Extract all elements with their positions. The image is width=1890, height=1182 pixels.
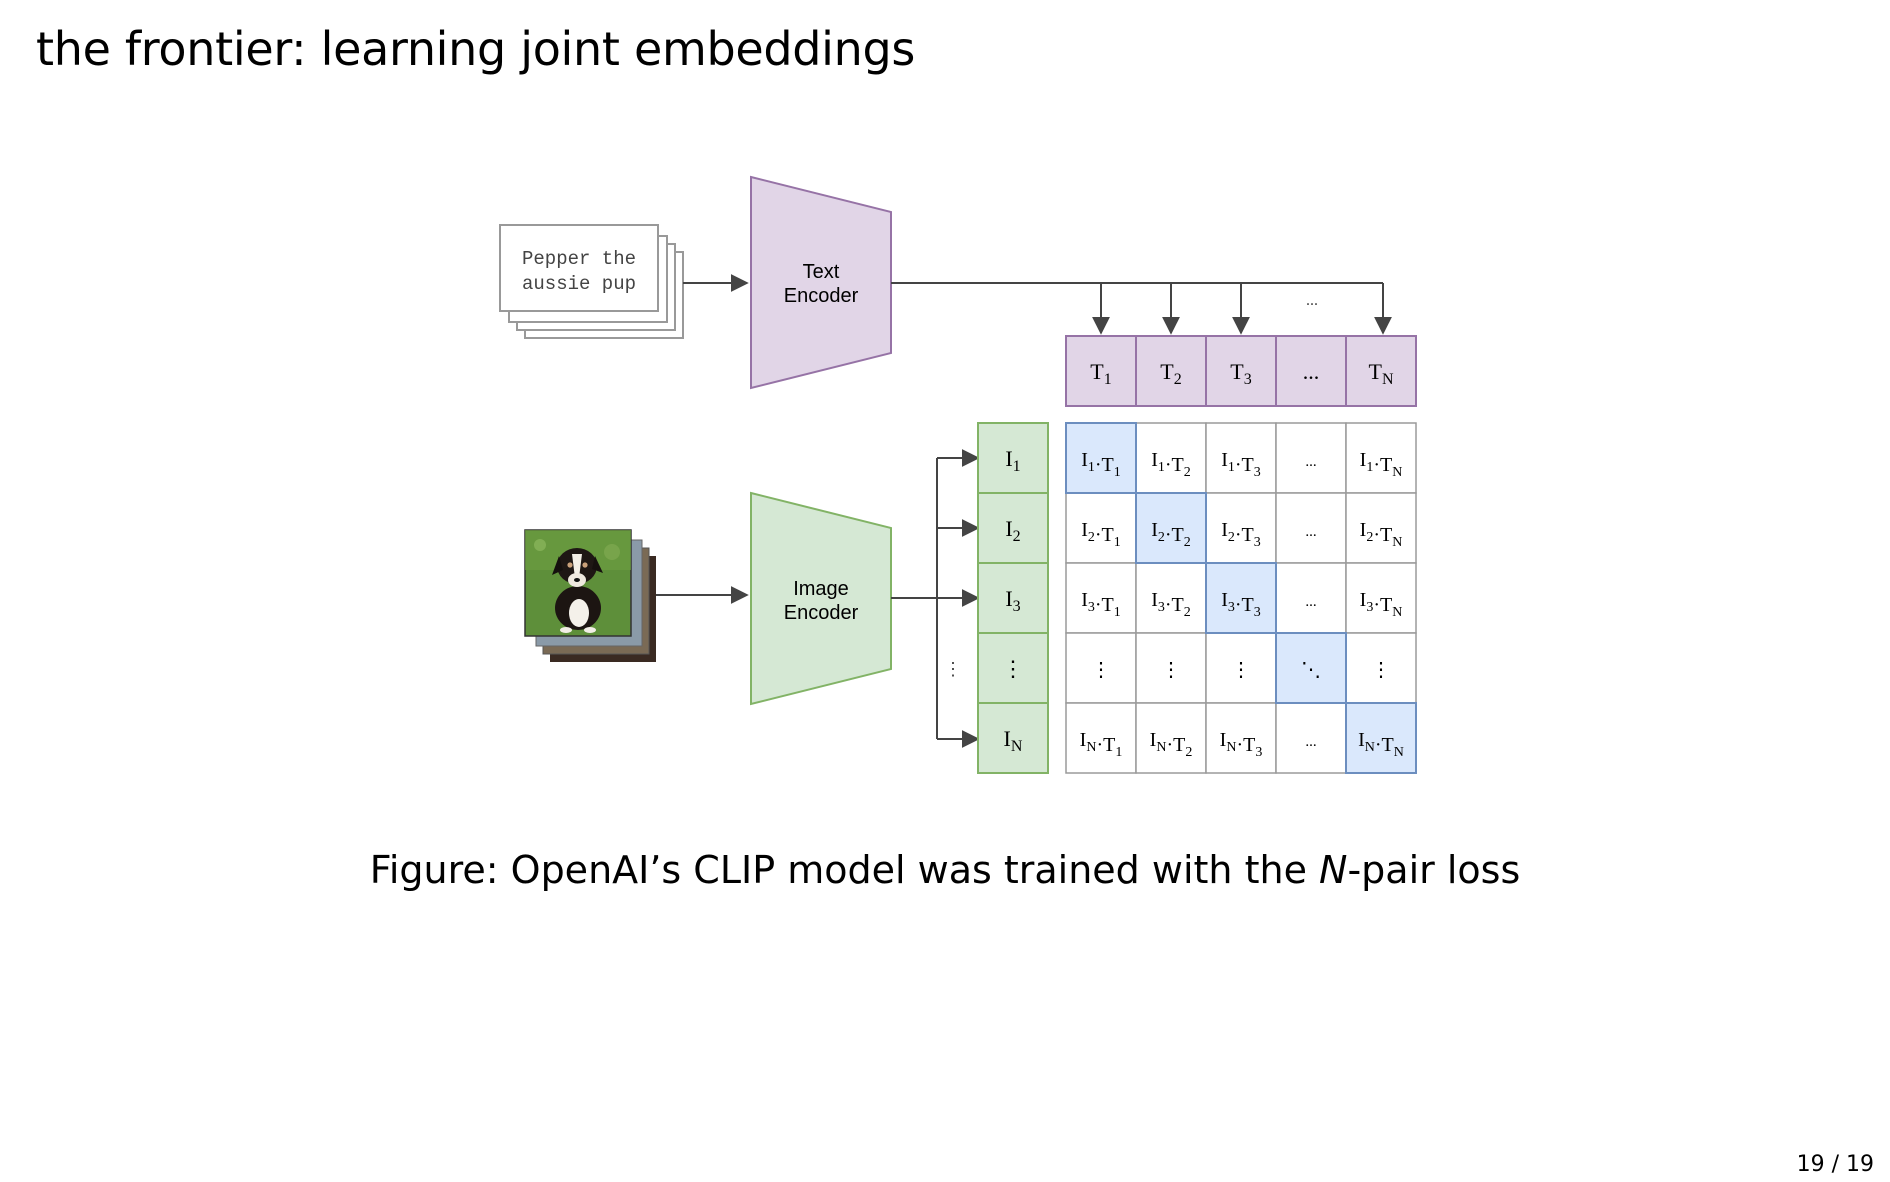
image-fanout-arrows bbox=[891, 449, 980, 748]
matrix-cell-label: ⋮ bbox=[1371, 659, 1391, 681]
matrix-cell-label: I3·T1 bbox=[1081, 589, 1121, 620]
caption-prefix: Figure: OpenAI’s CLIP model was trained … bbox=[369, 848, 1320, 892]
text-encoder-label-1: Text bbox=[803, 261, 840, 283]
matrix-cell bbox=[1205, 702, 1277, 774]
image-encoder: Image Encoder bbox=[750, 491, 892, 706]
image-encoder-label-1: Image bbox=[793, 578, 849, 600]
matrix-cell-label: I3·TN bbox=[1360, 589, 1403, 620]
matrix-cell bbox=[1275, 562, 1347, 634]
matrix-cell bbox=[1345, 632, 1417, 704]
matrix-cell bbox=[1205, 632, 1277, 704]
text-embedding-row: T1 T2 T3... TN bbox=[1065, 335, 1417, 407]
image-embedding-label: I3 bbox=[1005, 586, 1020, 615]
matrix-cell-label: I2·T3 bbox=[1221, 519, 1261, 550]
top-ellipsis: ... bbox=[1306, 292, 1318, 309]
matrix-cell-label: IN·T2 bbox=[1150, 729, 1193, 760]
page-number: 19 / 19 bbox=[1796, 1152, 1874, 1177]
text-embedding-label: T3 bbox=[1230, 359, 1251, 388]
text-encoder: Text Encoder bbox=[750, 175, 892, 390]
matrix-cell-label: ... bbox=[1305, 734, 1316, 750]
text-embedding-label: T1 bbox=[1090, 359, 1111, 388]
text-encoder-label-2: Encoder bbox=[784, 285, 859, 307]
matrix-cell bbox=[1345, 422, 1417, 494]
matrix-cell-label: ⋮ bbox=[1091, 659, 1111, 681]
caption-italic: N bbox=[1319, 848, 1348, 892]
matrix-cell-diagonal bbox=[1065, 422, 1137, 494]
matrix-cell-label: ⋮ bbox=[1161, 659, 1181, 681]
matrix-cell bbox=[1065, 702, 1137, 774]
caption-suffix: -pair loss bbox=[1347, 848, 1521, 892]
matrix-cell-label: ... bbox=[1305, 454, 1316, 470]
figure-caption: Figure: OpenAI’s CLIP model was trained … bbox=[0, 848, 1890, 892]
image-embedding-cell bbox=[977, 422, 1049, 494]
matrix-cell-label: I2·T1 bbox=[1081, 519, 1121, 550]
text-input-line-1: Pepper the bbox=[522, 248, 636, 270]
matrix-cell-label: I1·T1 bbox=[1081, 449, 1121, 480]
matrix-cell-label: ... bbox=[1305, 524, 1316, 540]
image-embedding-label: I2 bbox=[1005, 516, 1020, 545]
text-embedding-label: T2 bbox=[1160, 359, 1181, 388]
text-embedding-cell bbox=[1275, 335, 1347, 407]
matrix-cell-label: IN·T1 bbox=[1080, 729, 1123, 760]
text-embedding-cell bbox=[1345, 335, 1417, 407]
matrix-diagonal-outline bbox=[1345, 702, 1417, 774]
matrix-cell-label: IN·T3 bbox=[1220, 729, 1263, 760]
matrix-diagonal-outline bbox=[1135, 492, 1207, 564]
image-embedding-cell bbox=[977, 632, 1049, 704]
matrix-cell-label: I1·T3 bbox=[1221, 449, 1261, 480]
matrix-cell bbox=[1135, 702, 1207, 774]
puppy-photo-icon bbox=[524, 529, 656, 662]
image-embedding-label: IN bbox=[1004, 726, 1023, 755]
image-embedding-cell bbox=[977, 702, 1049, 774]
matrix-cell-label: ⋱ bbox=[1301, 659, 1321, 681]
matrix-diagonal-outline bbox=[1065, 422, 1137, 494]
matrix-diagonal-outline bbox=[1205, 562, 1277, 634]
similarity-matrix: I1·T1 I1·T2 I1·T3... I1·TN I2·T1 I2·T2 I2·T3..… bbox=[1065, 422, 1417, 774]
text-embedding-cell bbox=[1205, 335, 1277, 407]
matrix-cell-label: I2·TN bbox=[1360, 519, 1403, 550]
image-embedding-label: I1 bbox=[1005, 446, 1020, 475]
image-encoder-label-2: Encoder bbox=[784, 602, 859, 624]
text-embedding-label: ... bbox=[1303, 359, 1320, 384]
matrix-cell-label: I3·T3 bbox=[1221, 589, 1261, 620]
text-input-line-2: aussie pup bbox=[522, 273, 636, 295]
text-fanout-arrows bbox=[891, 282, 1392, 335]
slide-title: the frontier: learning joint embeddings bbox=[36, 22, 916, 76]
text-embedding-label: TN bbox=[1368, 359, 1393, 388]
matrix-cell bbox=[1065, 632, 1137, 704]
side-ellipsis: ⋮ bbox=[944, 659, 962, 679]
text-input-stack: Pepper the aussie pup bbox=[499, 224, 684, 339]
matrix-cell-label: I2·T2 bbox=[1151, 519, 1191, 550]
matrix-cell-label: ... bbox=[1305, 594, 1316, 610]
matrix-diagonal-outline bbox=[1275, 632, 1347, 704]
matrix-cell-label: I1·T2 bbox=[1151, 449, 1191, 480]
matrix-cell bbox=[1345, 562, 1417, 634]
matrix-cell-label: IN·TN bbox=[1358, 729, 1404, 760]
matrix-cell bbox=[1345, 492, 1417, 564]
matrix-cell-label: I3·T2 bbox=[1151, 589, 1191, 620]
matrix-cell bbox=[1065, 492, 1137, 564]
image-embedding-label: ⋮ bbox=[1002, 656, 1024, 681]
matrix-cell-label: ⋮ bbox=[1231, 659, 1251, 681]
matrix-cell-label: I1·TN bbox=[1360, 449, 1403, 480]
matrix-cell-diagonal bbox=[1205, 562, 1277, 634]
